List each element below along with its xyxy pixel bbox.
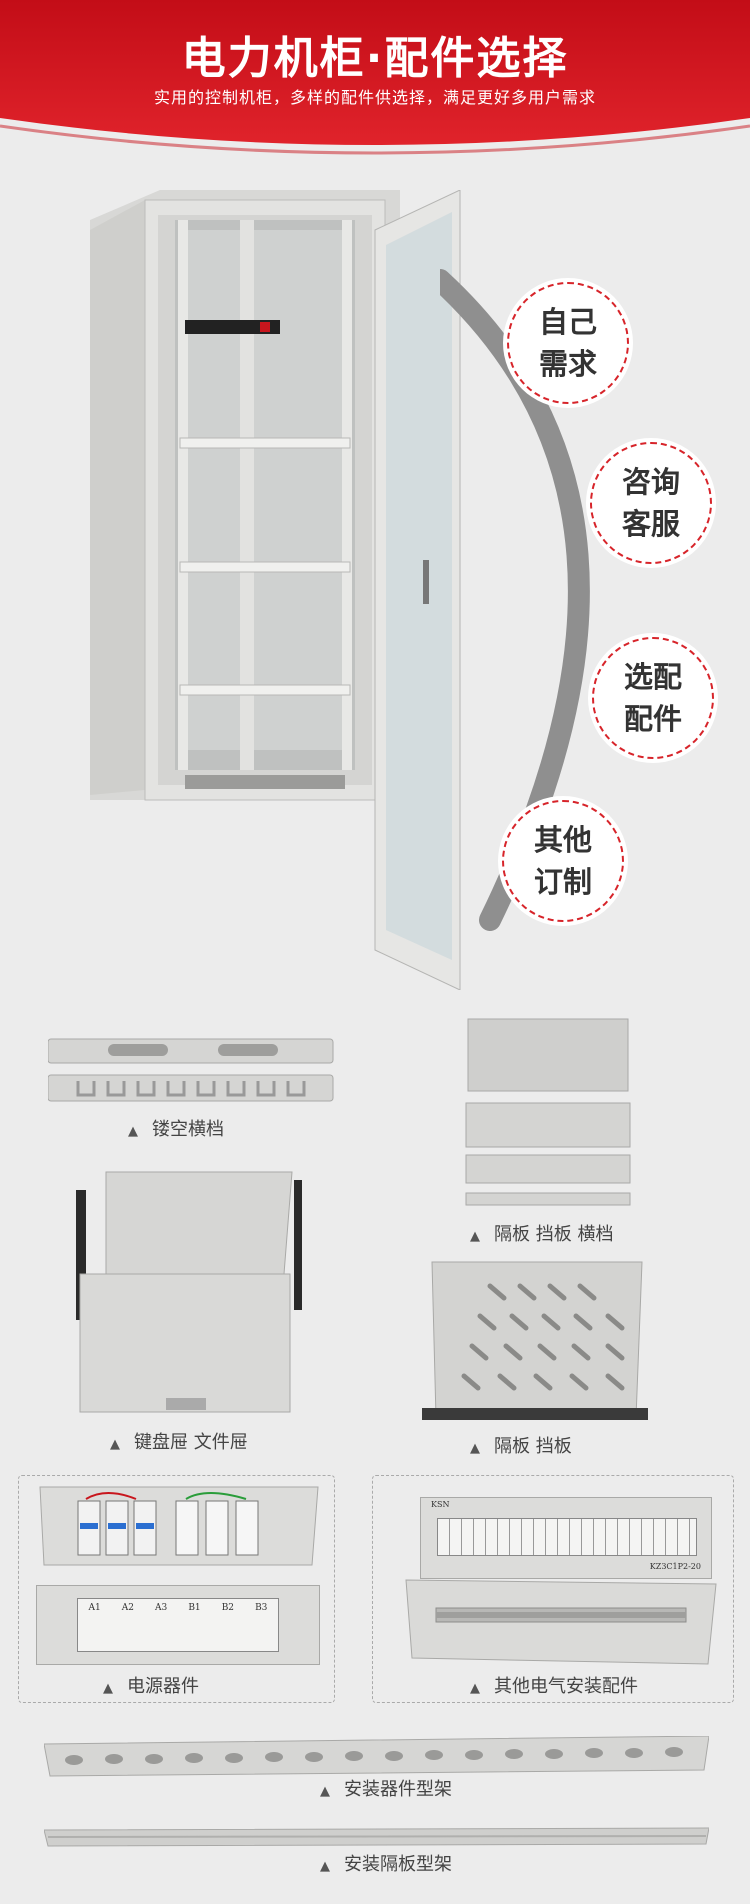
mounting-rail-image <box>44 1736 709 1777</box>
breaker-panel-image <box>39 1486 319 1566</box>
caption-label: 安装器件型架 <box>344 1779 452 1800</box>
drawer-image <box>76 1171 302 1413</box>
page-subtitle: 实用的控制机柜，多样的配件供选择，满足更好多用户需求 <box>153 88 596 107</box>
terminal-block-panel: KSN KZ3C1P2-20 <box>420 1497 712 1579</box>
bubble-consult-service: 咨询 客服 <box>590 442 712 564</box>
caption-power-components: ▲ 电源器件 <box>103 1672 199 1698</box>
socket-slots: A1 A2 A3 B1 B2 B3 <box>77 1598 279 1652</box>
terminal-brand: KSN <box>431 1500 450 1509</box>
slot-label: A1 <box>88 1603 101 1613</box>
terminal-model: KZ3C1P2-20 <box>649 1562 701 1571</box>
caption-mounting-rail: ▲ 安装器件型架 <box>320 1775 452 1801</box>
slot-label: B3 <box>255 1603 268 1613</box>
header-banner <box>0 0 750 160</box>
page-title: 电力机柜·配件选择 <box>181 33 569 84</box>
triangle-icon: ▲ <box>320 1784 330 1799</box>
bubble-other-custom: 其他 订制 <box>502 800 624 922</box>
socket-plate: A1 A2 A3 B1 B2 B3 <box>36 1585 320 1665</box>
caption-label: 镂空横档 <box>152 1119 224 1140</box>
caption-label: 电源器件 <box>127 1676 199 1697</box>
partition-rail-image <box>44 1827 709 1847</box>
caption-label: 隔板 挡板 横档 <box>494 1224 614 1245</box>
triangle-icon: ▲ <box>320 1859 330 1874</box>
caption-perforated-rail: ▲ 镂空横档 <box>128 1115 224 1141</box>
slot-label: A2 <box>121 1603 135 1613</box>
triangle-icon: ▲ <box>110 1437 120 1452</box>
electrical-parts-box <box>372 1475 734 1703</box>
bubble-optional-parts: 选配 配件 <box>592 637 714 759</box>
terminal-strip <box>437 1518 697 1556</box>
caption-drawer: ▲ 键盘屉 文件屉 <box>110 1428 248 1454</box>
triangle-icon: ▲ <box>103 1681 113 1696</box>
caption-label: 其他电气安装配件 <box>494 1676 638 1697</box>
caption-vented-shelf: ▲ 隔板 挡板 <box>470 1432 572 1458</box>
triangle-icon: ▲ <box>470 1441 480 1456</box>
slot-label: B2 <box>221 1603 235 1613</box>
caption-partition-rail: ▲ 安装隔板型架 <box>320 1850 452 1876</box>
triangle-icon: ▲ <box>470 1681 480 1696</box>
bubble-text: 咨询 <box>621 465 680 499</box>
caption-label: 键盘屉 文件屉 <box>134 1432 248 1453</box>
bubble-custom-needs: 自己 需求 <box>507 282 629 404</box>
bubble-text: 选配 <box>623 660 682 694</box>
slot-label: B1 <box>188 1603 201 1613</box>
caption-electrical-parts: ▲ 其他电气安装配件 <box>470 1672 638 1698</box>
caption-panels: ▲ 隔板 挡板 横档 <box>470 1220 613 1246</box>
perforated-rail-image <box>48 1038 334 1102</box>
vented-shelf-image <box>422 1261 648 1420</box>
triangle-icon: ▲ <box>470 1229 480 1244</box>
bubble-text: 配件 <box>623 702 682 736</box>
power-components-box <box>18 1475 335 1703</box>
bubble-text: 客服 <box>621 507 680 541</box>
panels-stack-image <box>465 1018 631 1206</box>
bubble-text: 订制 <box>533 865 592 899</box>
caption-label: 隔板 挡板 <box>494 1436 572 1457</box>
header-background <box>0 0 750 155</box>
din-rail-panel-image <box>405 1579 717 1665</box>
slot-label: A3 <box>155 1603 168 1613</box>
bubble-text: 其他 <box>533 823 592 857</box>
triangle-icon: ▲ <box>128 1124 138 1139</box>
bubble-text: 自己 <box>538 305 597 339</box>
bubble-text: 需求 <box>538 347 597 381</box>
cabinet-image <box>90 190 461 990</box>
caption-label: 安装隔板型架 <box>344 1854 452 1875</box>
